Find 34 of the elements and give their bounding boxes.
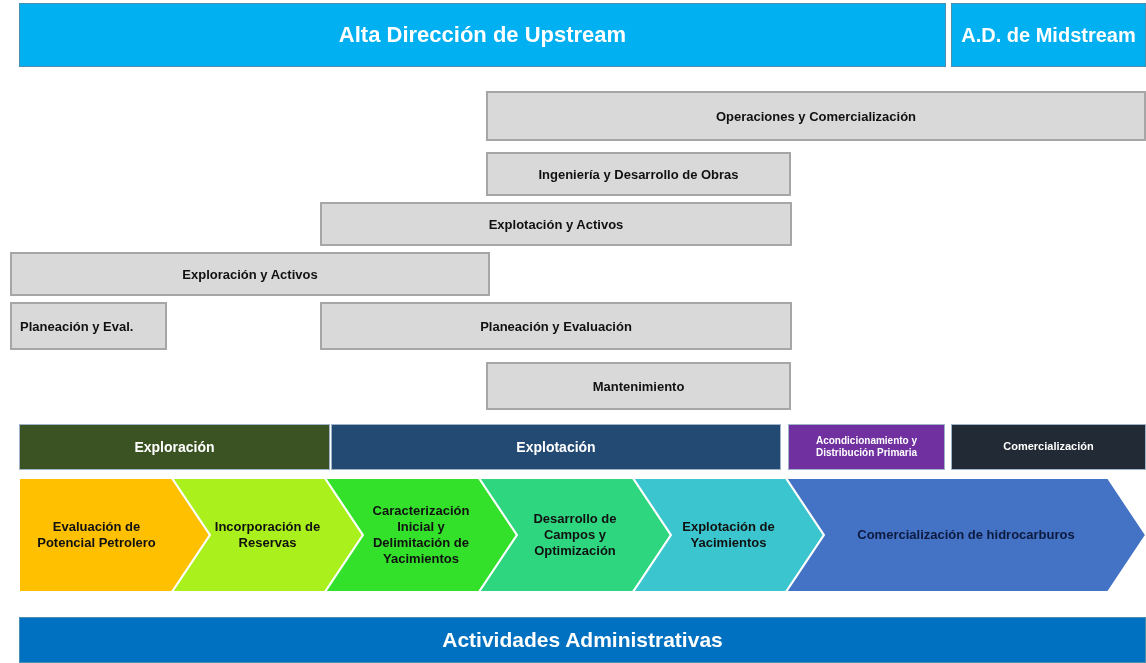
- node-label: Desarrollo de Campos y Optimización: [532, 510, 618, 560]
- department-bar: [486, 152, 791, 196]
- node-label: Ingeniería y Desarrollo de Obras: [538, 166, 739, 182]
- department-bar: [320, 302, 792, 350]
- header-band: [19, 617, 1146, 663]
- node-label: Explotación y Activos: [488, 216, 624, 232]
- node-label: Explotación: [516, 438, 596, 456]
- department-bar: [10, 302, 167, 350]
- department-bar: [486, 362, 791, 410]
- node-label: Caracterización Inicial y Delimitación de Yacimientos: [371, 502, 471, 568]
- header-band: [951, 3, 1146, 67]
- node-label: Comercialización de hidrocarburos: [857, 526, 1075, 544]
- node-label: Planeación y Eval.: [20, 318, 134, 334]
- department-bar: [320, 202, 792, 246]
- node-label: Actividades Administrativas: [442, 627, 723, 653]
- node-label: Acondicionamiento y Distribución Primaria: [814, 435, 919, 459]
- node-label: Evaluación de Potencial Petrolero: [36, 518, 157, 552]
- phase-band: [788, 424, 945, 470]
- node-label: Explotación de Yacimientos: [681, 518, 776, 552]
- phase-band: [19, 424, 330, 470]
- node-label: Mantenimiento: [592, 378, 685, 394]
- node-label: Exploración y Activos: [182, 266, 318, 282]
- phase-band: [331, 424, 781, 470]
- node-label: Comercialización: [1003, 440, 1094, 454]
- node-label: Incorporación de Reservas: [214, 518, 321, 552]
- node-label: A.D. de Midstream: [961, 23, 1136, 47]
- node-label: Planeación y Evaluación: [480, 318, 632, 334]
- department-bar: [10, 252, 490, 296]
- phase-band: [951, 424, 1146, 470]
- department-bar: [486, 91, 1146, 141]
- node-label: Alta Dirección de Upstream: [338, 21, 627, 49]
- header-band: [19, 3, 946, 67]
- node-label: Exploración: [134, 438, 215, 456]
- node-label: Operaciones y Comercialización: [715, 108, 917, 124]
